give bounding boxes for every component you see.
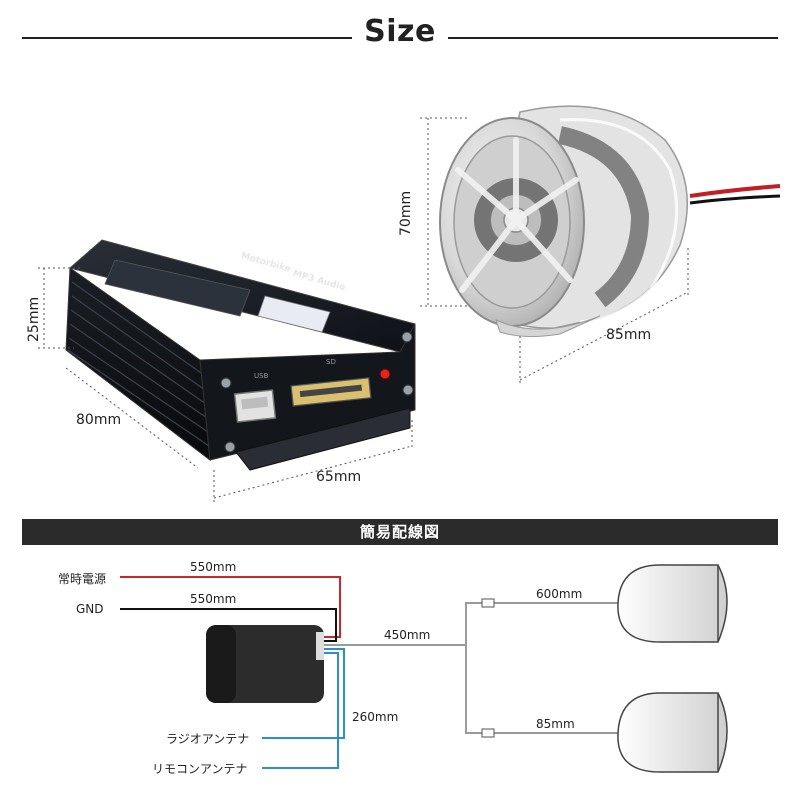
speaker-illustration xyxy=(420,105,781,386)
speaker-top-length-label: 600mm xyxy=(536,587,583,601)
speaker-depth-label: 85mm xyxy=(606,327,652,343)
box-height-label: 25mm xyxy=(26,296,42,342)
speaker-height-label: 70mm xyxy=(398,190,414,236)
gnd-wire-label: GND xyxy=(76,602,104,616)
mp3-box-illustration xyxy=(38,239,416,502)
speaker-bottom-length-label: 85mm xyxy=(536,717,575,731)
title-rule-right xyxy=(448,37,778,39)
power-length-label: 550mm xyxy=(190,560,237,574)
title-rule-left xyxy=(22,37,352,39)
speaker-main-length-label: 450mm xyxy=(384,628,431,642)
antenna-length-label: 260mm xyxy=(352,710,399,724)
sd-slot-label: SD xyxy=(326,358,336,366)
usb-port-label: USB xyxy=(254,372,269,380)
box-length-label: 80mm xyxy=(76,412,122,428)
gnd-length-label: 550mm xyxy=(190,592,237,606)
wiring-section-header: 簡易配線図 xyxy=(22,519,778,545)
remote-antenna-label: リモコンアンテナ xyxy=(152,762,248,776)
power-wire-label: 常時電源 xyxy=(58,572,107,586)
box-width-label: 65mm xyxy=(316,469,362,485)
radio-antenna-label: ラジオアンテナ xyxy=(166,732,250,746)
wiring-diagram xyxy=(120,564,728,773)
page-title: Size xyxy=(364,14,436,49)
